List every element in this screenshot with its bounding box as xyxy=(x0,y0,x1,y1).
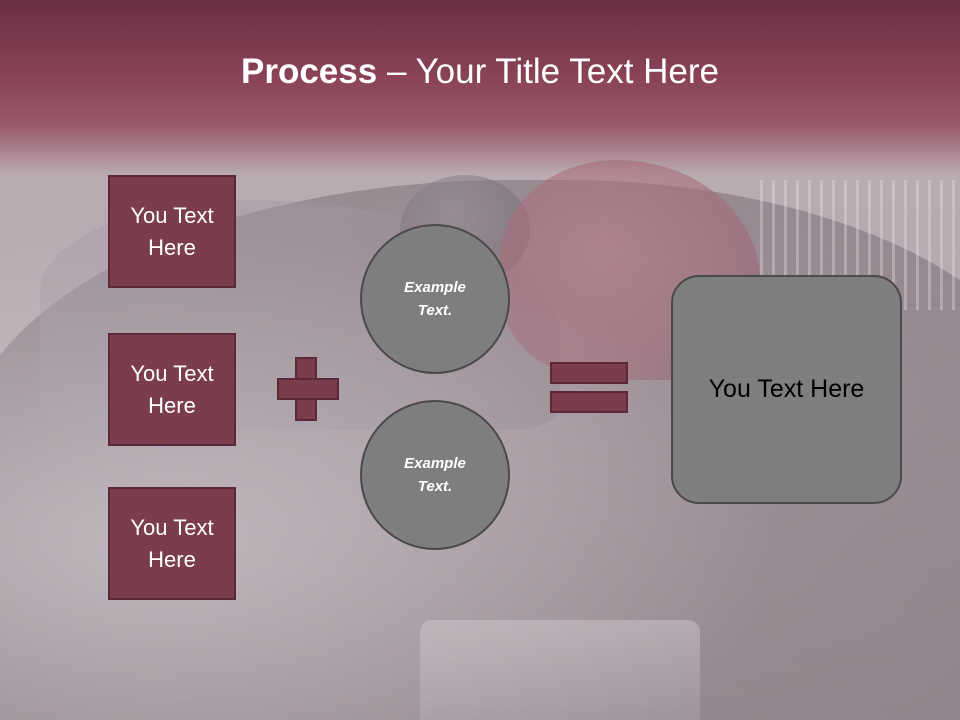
example-circle-2: Example Text. xyxy=(360,400,510,550)
input-box-3: You Text Here xyxy=(108,487,236,600)
title-rest: Your Title Text Here xyxy=(415,52,720,91)
circle-label: Example Text. xyxy=(404,455,466,495)
result-box: You Text Here xyxy=(671,275,902,504)
circle-label: Example Text. xyxy=(404,279,466,319)
input-box-label: You Text Here xyxy=(130,360,214,418)
equals-top-bar xyxy=(550,362,628,384)
result-label: You Text Here xyxy=(708,375,865,403)
equals-bottom-bar xyxy=(550,391,628,413)
title-dash: – xyxy=(377,52,416,91)
slide-title: Process – Your Title Text Here xyxy=(0,52,960,92)
title-bold: Process xyxy=(241,52,378,91)
plus-center xyxy=(297,380,315,398)
input-box-1: You Text Here xyxy=(108,175,236,288)
title-band xyxy=(0,0,960,175)
example-circle-1: Example Text. xyxy=(360,224,510,374)
input-box-label: You Text Here xyxy=(130,514,214,572)
input-box-2: You Text Here xyxy=(108,333,236,446)
input-box-label: You Text Here xyxy=(130,202,214,260)
